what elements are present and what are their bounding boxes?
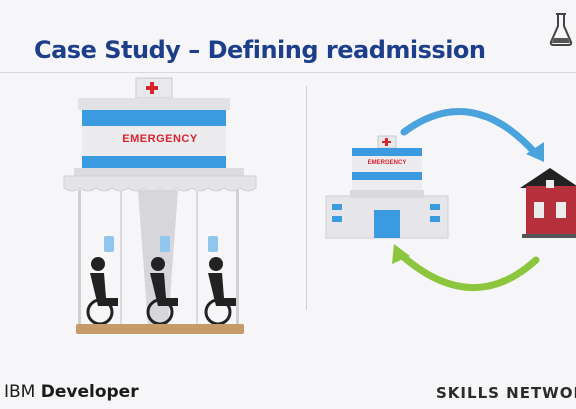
wheelchair-icon xyxy=(204,257,236,326)
emergency-sign-right: EMERGENCY xyxy=(367,160,407,166)
vertical-divider xyxy=(306,86,307,310)
emergency-sign-left: EMERGENCY xyxy=(122,133,198,145)
hospital-carousel-illustration xyxy=(63,77,257,334)
arrow-icon xyxy=(400,108,544,162)
arrow-icon xyxy=(392,244,540,292)
skills-network-logo: SKILLS NETWORK xyxy=(436,384,576,402)
house-icon xyxy=(520,168,576,238)
wheelchair-icon xyxy=(86,257,118,326)
flask-icon xyxy=(549,13,573,46)
ibm-label: IBM xyxy=(4,382,36,402)
hospital-icon xyxy=(325,135,449,239)
readmission-cycle-illustration xyxy=(325,108,576,292)
slide-title: Case Study – Defining readmission xyxy=(34,36,486,64)
developer-label: Developer xyxy=(40,382,139,402)
ibm-developer-logo: IBM Developer xyxy=(4,382,139,402)
title-divider xyxy=(0,72,576,73)
